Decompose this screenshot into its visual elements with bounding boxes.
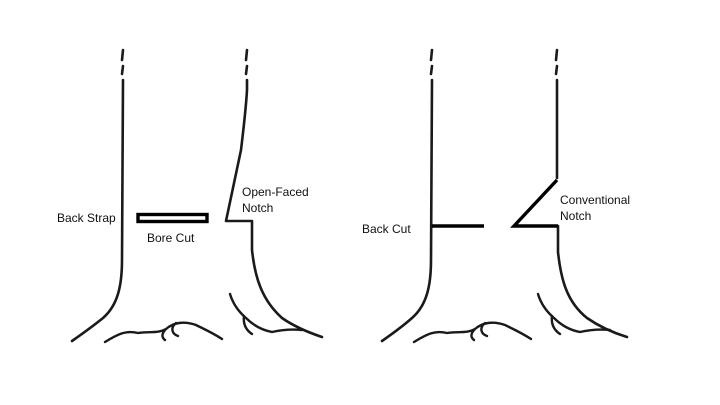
bore-cut <box>136 212 209 224</box>
bore-cut-label: Bore Cut <box>147 231 195 245</box>
right-tree-roots <box>412 292 612 344</box>
conventional-notch <box>510 178 559 228</box>
right-tree-trunk-right-edge <box>554 48 629 339</box>
back-strap-label: Back Strap <box>57 211 116 225</box>
conventional-notch-label-line2: Notch <box>560 209 591 223</box>
left-tree-trunk-right-edge <box>224 48 324 339</box>
open-faced-notch-label-line2: Notch <box>242 201 273 215</box>
right-tree-trunk-left-edge <box>380 48 434 343</box>
back-cut-label: Back Cut <box>362 222 411 236</box>
left-tree-roots <box>103 292 304 344</box>
left-tree <box>70 48 324 344</box>
right-tree <box>380 48 629 344</box>
left-tree-trunk-left-edge <box>70 48 125 343</box>
open-faced-notch-label-line1: Open-Faced <box>242 185 309 199</box>
conventional-notch-label-line1: Conventional <box>560 193 630 207</box>
